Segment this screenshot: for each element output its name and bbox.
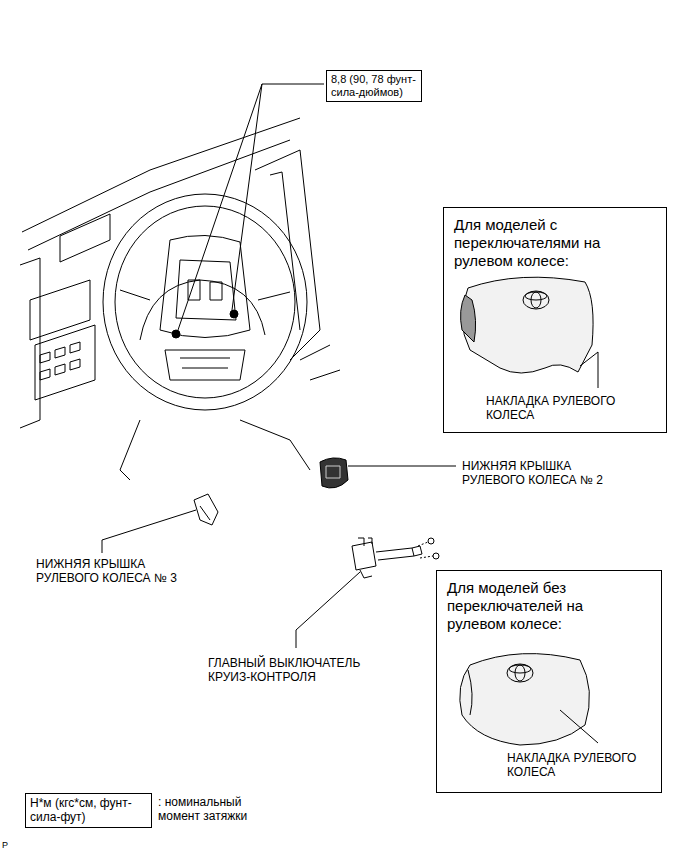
part-name: ГЛАВНЫЙ ВЫКЛЮЧАТЕЛЬ КРУИЗ-КОНТРОЛЯ [208,656,380,685]
part-name: НИЖНЯЯ КРЫШКА РУЛЕВОГО КОЛЕСА № 3 [36,557,196,586]
variant-inset: Для моделей без переключателей на рулево… [436,570,662,793]
variant-inset: Для моделей с переключателями на рулевом… [443,207,667,433]
part-name: НИЖНЯЯ КРЫШКА РУЛЕВОГО КОЛЕСА № 2 [462,459,622,488]
part-name: НАКЛАДКА РУЛЕВОГО КОЛЕСА [486,394,646,423]
torque-value: 8,8 (90, 78 фунт-сила-дюймов) [331,73,417,99]
legend-sample-box: Н*м (кгс*см, фунт-сила-фут) [25,793,152,828]
figure-code: P [2,840,22,851]
part-name: НАКЛАДКА РУЛЕВОГО КОЛЕСА [507,751,642,780]
torque-spec-box: 8,8 (90, 78 фунт-сила-дюймов) [326,70,422,102]
inset-heading: Для моделей с переключателями на рулевом… [454,216,632,270]
legend-text: : номинальный момент затяжки [158,795,270,824]
torque-value: Н*м (кгс*см, фунт-сила-фут) [30,796,147,825]
inset-heading: Для моделей без переключателей на рулево… [447,579,625,633]
